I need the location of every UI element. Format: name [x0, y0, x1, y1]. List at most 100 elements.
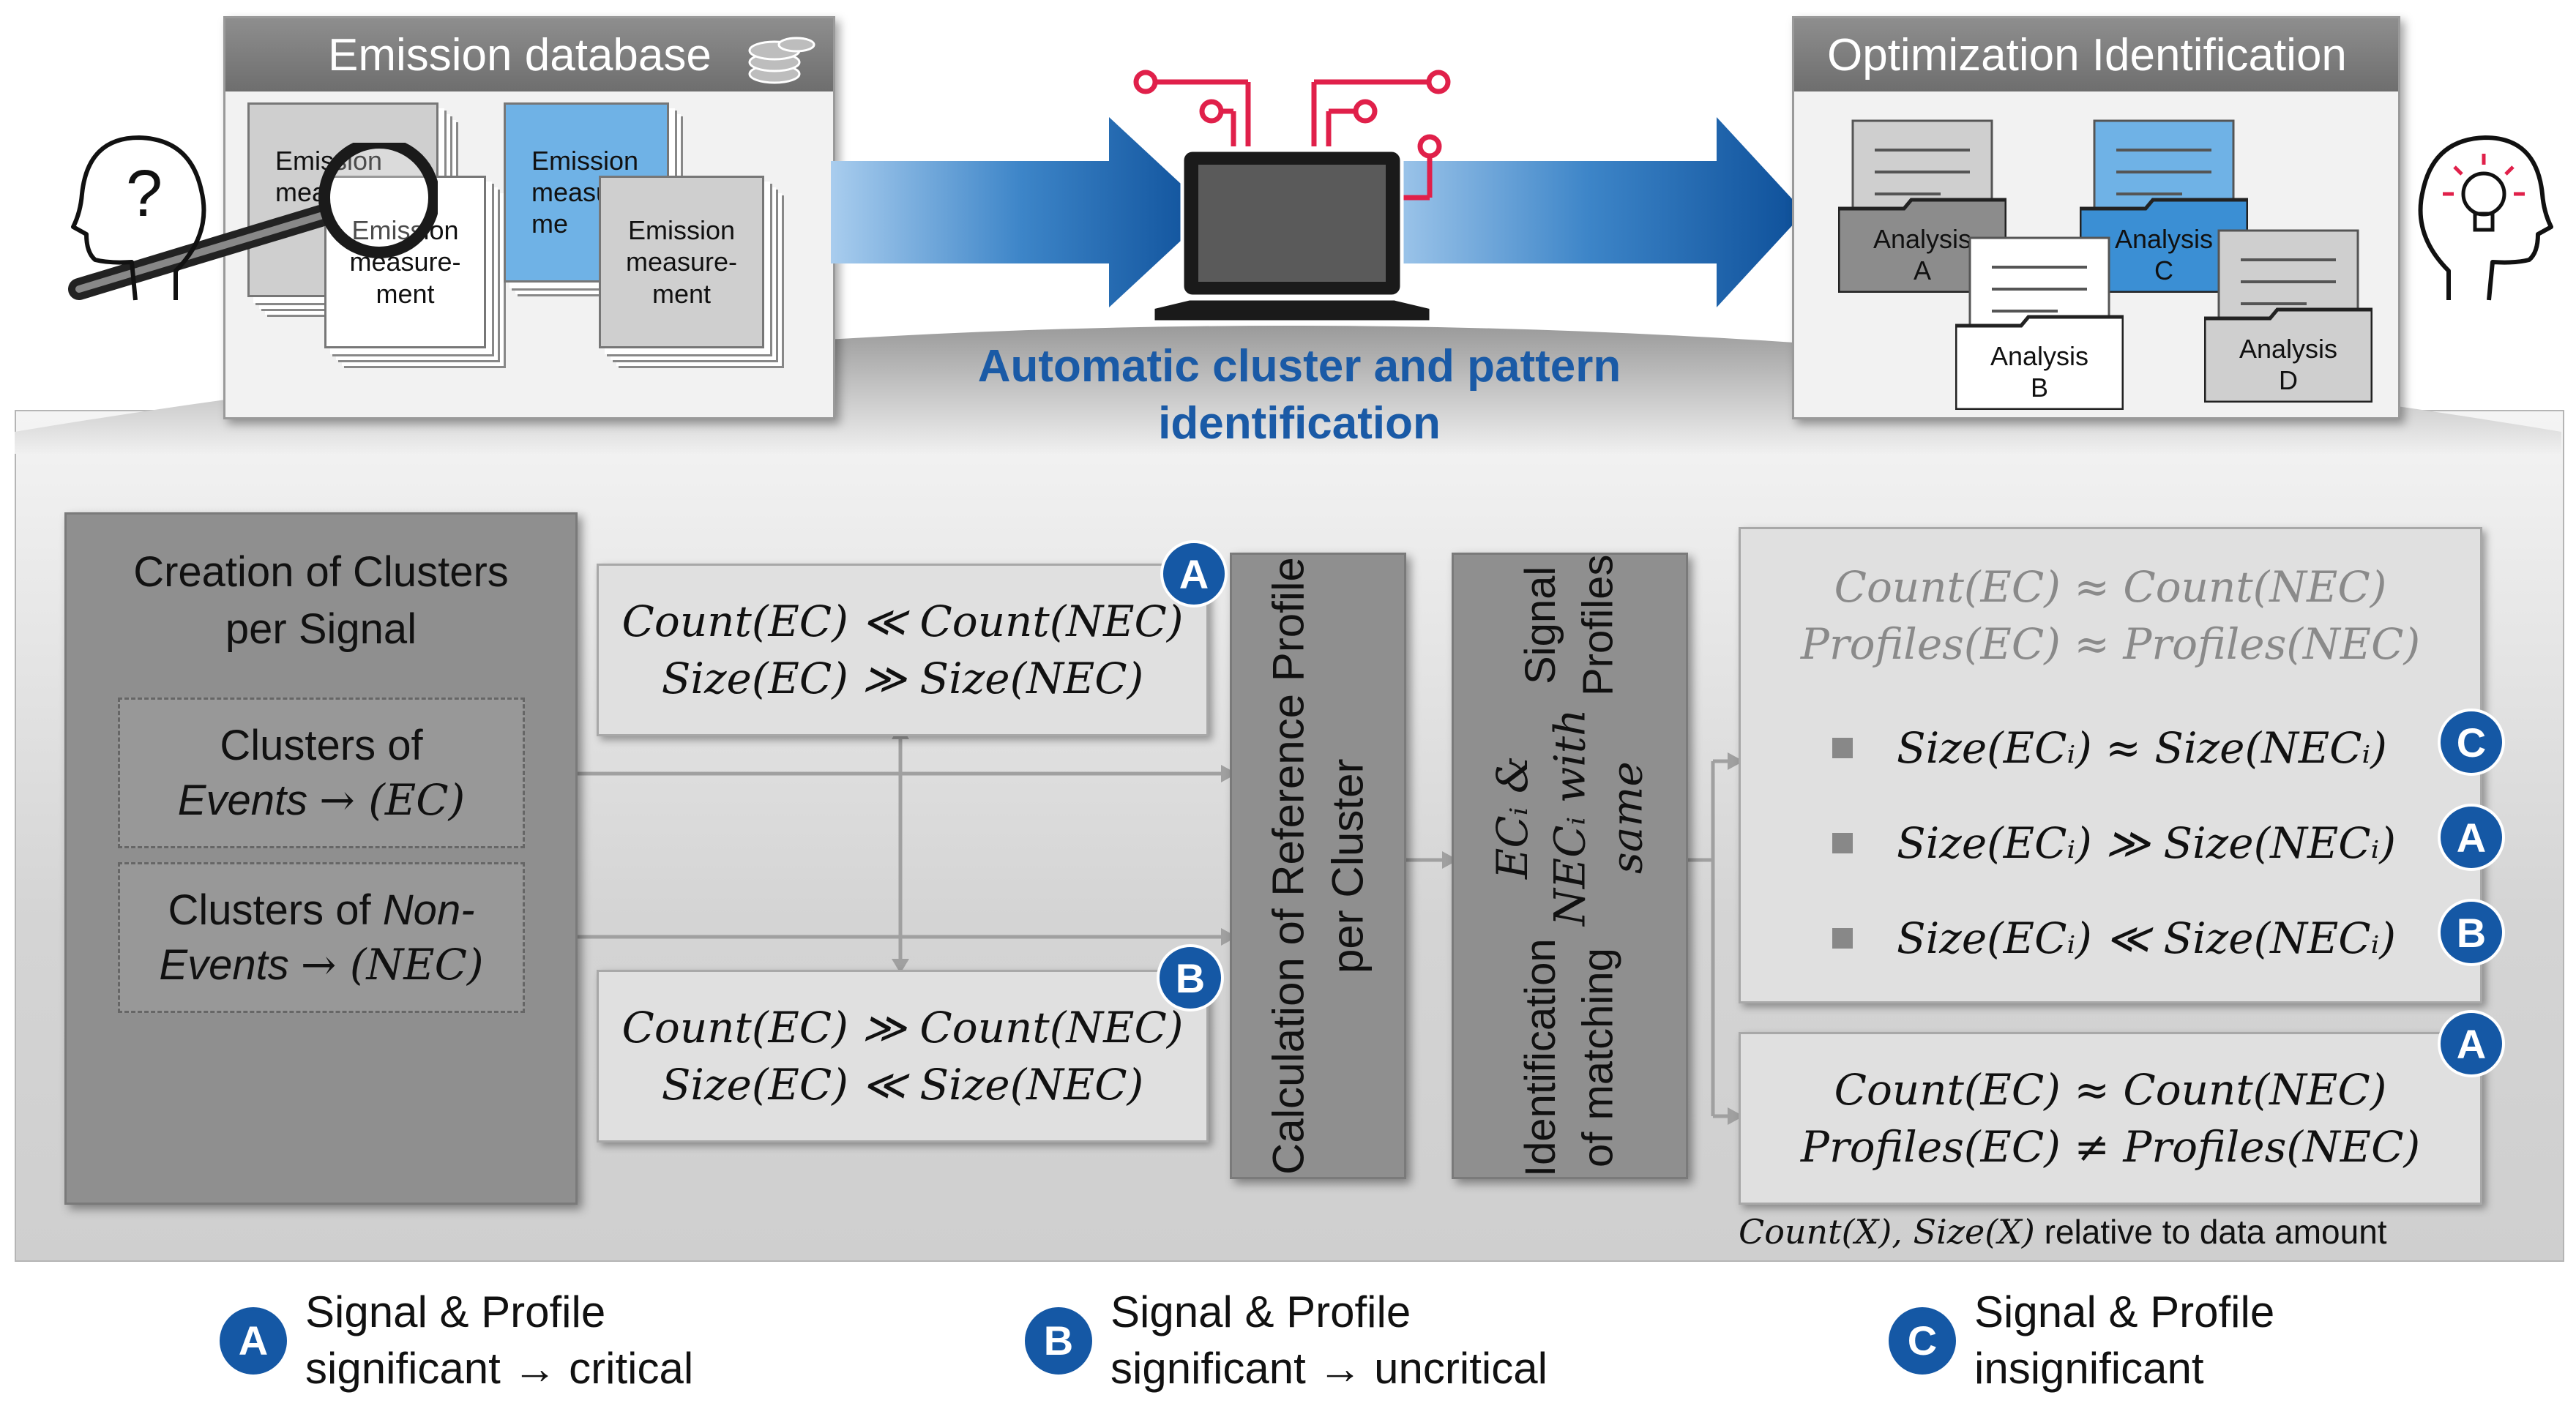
- result-item-c: Size(ECᵢ) ≈ Size(NECᵢ): [1832, 723, 2387, 773]
- folder-analysis-a: Analysis A: [1838, 113, 2006, 293]
- folder-label: C: [2154, 255, 2173, 286]
- result-item-text: Size(ECᵢ) ≫ Size(NECᵢ): [1897, 818, 2396, 868]
- badge-a: A: [2438, 1010, 2505, 1077]
- footnote-text: relative to data amount: [2034, 1213, 2387, 1251]
- badge-a: A: [2438, 804, 2505, 871]
- optimization-title: Optimization Identification: [1827, 29, 2347, 81]
- badge-c: C: [2438, 708, 2505, 776]
- folder-label: B: [2030, 373, 2048, 403]
- card-text: mea: [275, 177, 327, 208]
- nonevent-clusters-math: → (NEC): [300, 940, 484, 990]
- result-item-a: Size(ECᵢ) ≫ Size(NECᵢ): [1832, 818, 2396, 868]
- result-bottom-line1: Count(EC) ≈ Count(NEC): [1834, 1064, 2387, 1115]
- footnote-math: Count(X), Size(X): [1739, 1212, 2035, 1252]
- calculation-box: Calculation of Reference Profile per Clu…: [1230, 553, 1406, 1179]
- condition-a-line1: Count(EC) ≪ Count(NEC): [621, 596, 1184, 646]
- legend-item-b: B Signal & Profile significant → uncriti…: [1025, 1285, 1548, 1397]
- result-item-b: Size(ECᵢ) ≪ Size(NECᵢ): [1832, 913, 2396, 963]
- emission-card-right: Emission measure- ment: [599, 176, 764, 348]
- identification-line3: Signal Profiles: [1517, 555, 1622, 697]
- emission-database-header: Emission database: [225, 18, 833, 91]
- emission-database-title: Emission database: [328, 29, 712, 81]
- nonevent-clusters-line1: Clusters of: [168, 886, 371, 934]
- legend-line1: Signal & Profile: [1110, 1287, 1411, 1336]
- legend-item-c: C Signal & Profile insignificant: [1889, 1285, 2274, 1397]
- condition-b-line2: Size(EC) ≪ Size(NEC): [661, 1060, 1144, 1110]
- condition-b-line1: Count(EC) ≫ Count(NEC): [621, 1002, 1184, 1052]
- legend-line2: insignificant: [1974, 1343, 2204, 1393]
- badge-a: A: [1160, 540, 1228, 607]
- bullet-square-icon: [1832, 738, 1853, 758]
- database-icon: [748, 37, 815, 84]
- creation-clusters-box: Creation of Clusters per Signal Clusters…: [64, 512, 578, 1205]
- identification-line1: Identification of matching: [1517, 938, 1622, 1177]
- card-text: ment: [376, 278, 435, 309]
- creation-title: per Signal: [225, 605, 417, 654]
- result-item-text: Size(ECᵢ) ≈ Size(NECᵢ): [1897, 723, 2387, 773]
- identification-line2: ECᵢ & NECᵢ with same: [1487, 708, 1652, 927]
- footnote: Count(X), Size(X) relative to data amoun…: [1739, 1212, 2387, 1252]
- process-label: Automatic cluster and pattern identifica…: [904, 338, 1695, 452]
- legend-item-a: A Signal & Profile significant → critica…: [220, 1285, 693, 1397]
- badge-b: B: [1157, 944, 1224, 1012]
- condition-a-box: Count(EC) ≪ Count(NEC) Size(EC) ≫ Size(N…: [597, 564, 1209, 736]
- nonevent-clusters-italic2: Events: [159, 941, 289, 989]
- magnifier-icon: [68, 143, 438, 300]
- identification-box: Identification of matching ECᵢ & NECᵢ wi…: [1452, 553, 1688, 1179]
- folder-analysis-b: Analysis B: [1955, 231, 2124, 410]
- svg-text:?: ?: [126, 157, 163, 231]
- condition-a-line2: Size(EC) ≫ Size(NEC): [661, 654, 1144, 703]
- card-text: Emission: [531, 146, 639, 176]
- idea-head-icon: [2418, 135, 2553, 301]
- folder-icon: [2204, 229, 2372, 403]
- folder-label: A: [1913, 255, 1931, 286]
- legend-badge-a: A: [220, 1306, 287, 1375]
- nonevent-clusters-italic1: Non-: [382, 886, 475, 934]
- calculation-text: Calculation of Reference Profile per Clu…: [1263, 557, 1373, 1175]
- optimization-panel: Optimization Identification Analysis A A…: [1792, 16, 2400, 419]
- result-similar-box: Count(EC) ≈ Count(NEC) Profiles(EC) ≈ Pr…: [1739, 527, 2482, 1003]
- folder-analysis-d: Analysis D: [2204, 223, 2372, 403]
- thinking-head-icon: ?: [71, 135, 206, 301]
- condition-b-box: Count(EC) ≫ Count(NEC) Size(EC) ≪ Size(N…: [597, 970, 1209, 1143]
- folder-icon: [1838, 119, 2006, 293]
- legend-line2: significant → critical: [305, 1343, 694, 1393]
- result-bottom-line2: Profiles(EC) ≠ Profiles(NEC): [1800, 1122, 2421, 1172]
- bullet-square-icon: [1832, 928, 1853, 949]
- folder-label: D: [2279, 365, 2298, 396]
- legend-line1: Signal & Profile: [1974, 1287, 2275, 1336]
- result-item-text: Size(ECᵢ) ≪ Size(NECᵢ): [1897, 913, 2396, 963]
- folder-label: Analysis: [1990, 341, 2089, 371]
- card-text: measu: [531, 177, 611, 208]
- process-label-line: identification: [1158, 397, 1441, 449]
- event-clusters-italic: Events: [177, 777, 308, 824]
- process-arrow: [831, 117, 1804, 307]
- creation-title: Creation of Clusters: [133, 548, 509, 596]
- process-label-line: Automatic cluster and pattern: [977, 341, 1621, 392]
- event-clusters-box: Clusters of Events → (EC): [118, 698, 525, 848]
- bullet-square-icon: [1832, 833, 1853, 853]
- card-text: Emission: [627, 215, 736, 246]
- card-text: ment: [652, 278, 712, 309]
- folder-icon: [1955, 236, 2124, 410]
- badge-b: B: [2438, 899, 2505, 966]
- legend-line1: Signal & Profile: [305, 1287, 606, 1336]
- folder-label: Analysis: [1873, 224, 1972, 254]
- folder-icon: [2080, 119, 2248, 293]
- result-line2: Profiles(EC) ≈ Profiles(NEC): [1800, 619, 2421, 670]
- laptop-circuit-icon: [1133, 70, 1451, 324]
- event-clusters-math: → (EC): [319, 775, 466, 825]
- nonevent-clusters-box: Clusters of Non- Events → (NEC): [118, 862, 525, 1013]
- legend-badge-c: C: [1889, 1306, 1956, 1375]
- event-clusters-line1: Clusters of: [220, 721, 423, 769]
- optimization-header: Optimization Identification: [1794, 18, 2398, 91]
- folder-label: Analysis: [2114, 224, 2214, 254]
- result-line1: Count(EC) ≈ Count(NEC): [1834, 562, 2387, 612]
- result-different-box: Count(EC) ≈ Count(NEC) Profiles(EC) ≠ Pr…: [1739, 1032, 2482, 1205]
- legend-badge-b: B: [1025, 1306, 1092, 1375]
- card-text: measure-: [625, 247, 738, 277]
- folder-analysis-c: Analysis C: [2080, 113, 2248, 293]
- folder-label: Analysis: [2239, 334, 2338, 364]
- legend-line2: significant → uncritical: [1110, 1343, 1548, 1393]
- card-text: me: [531, 209, 569, 239]
